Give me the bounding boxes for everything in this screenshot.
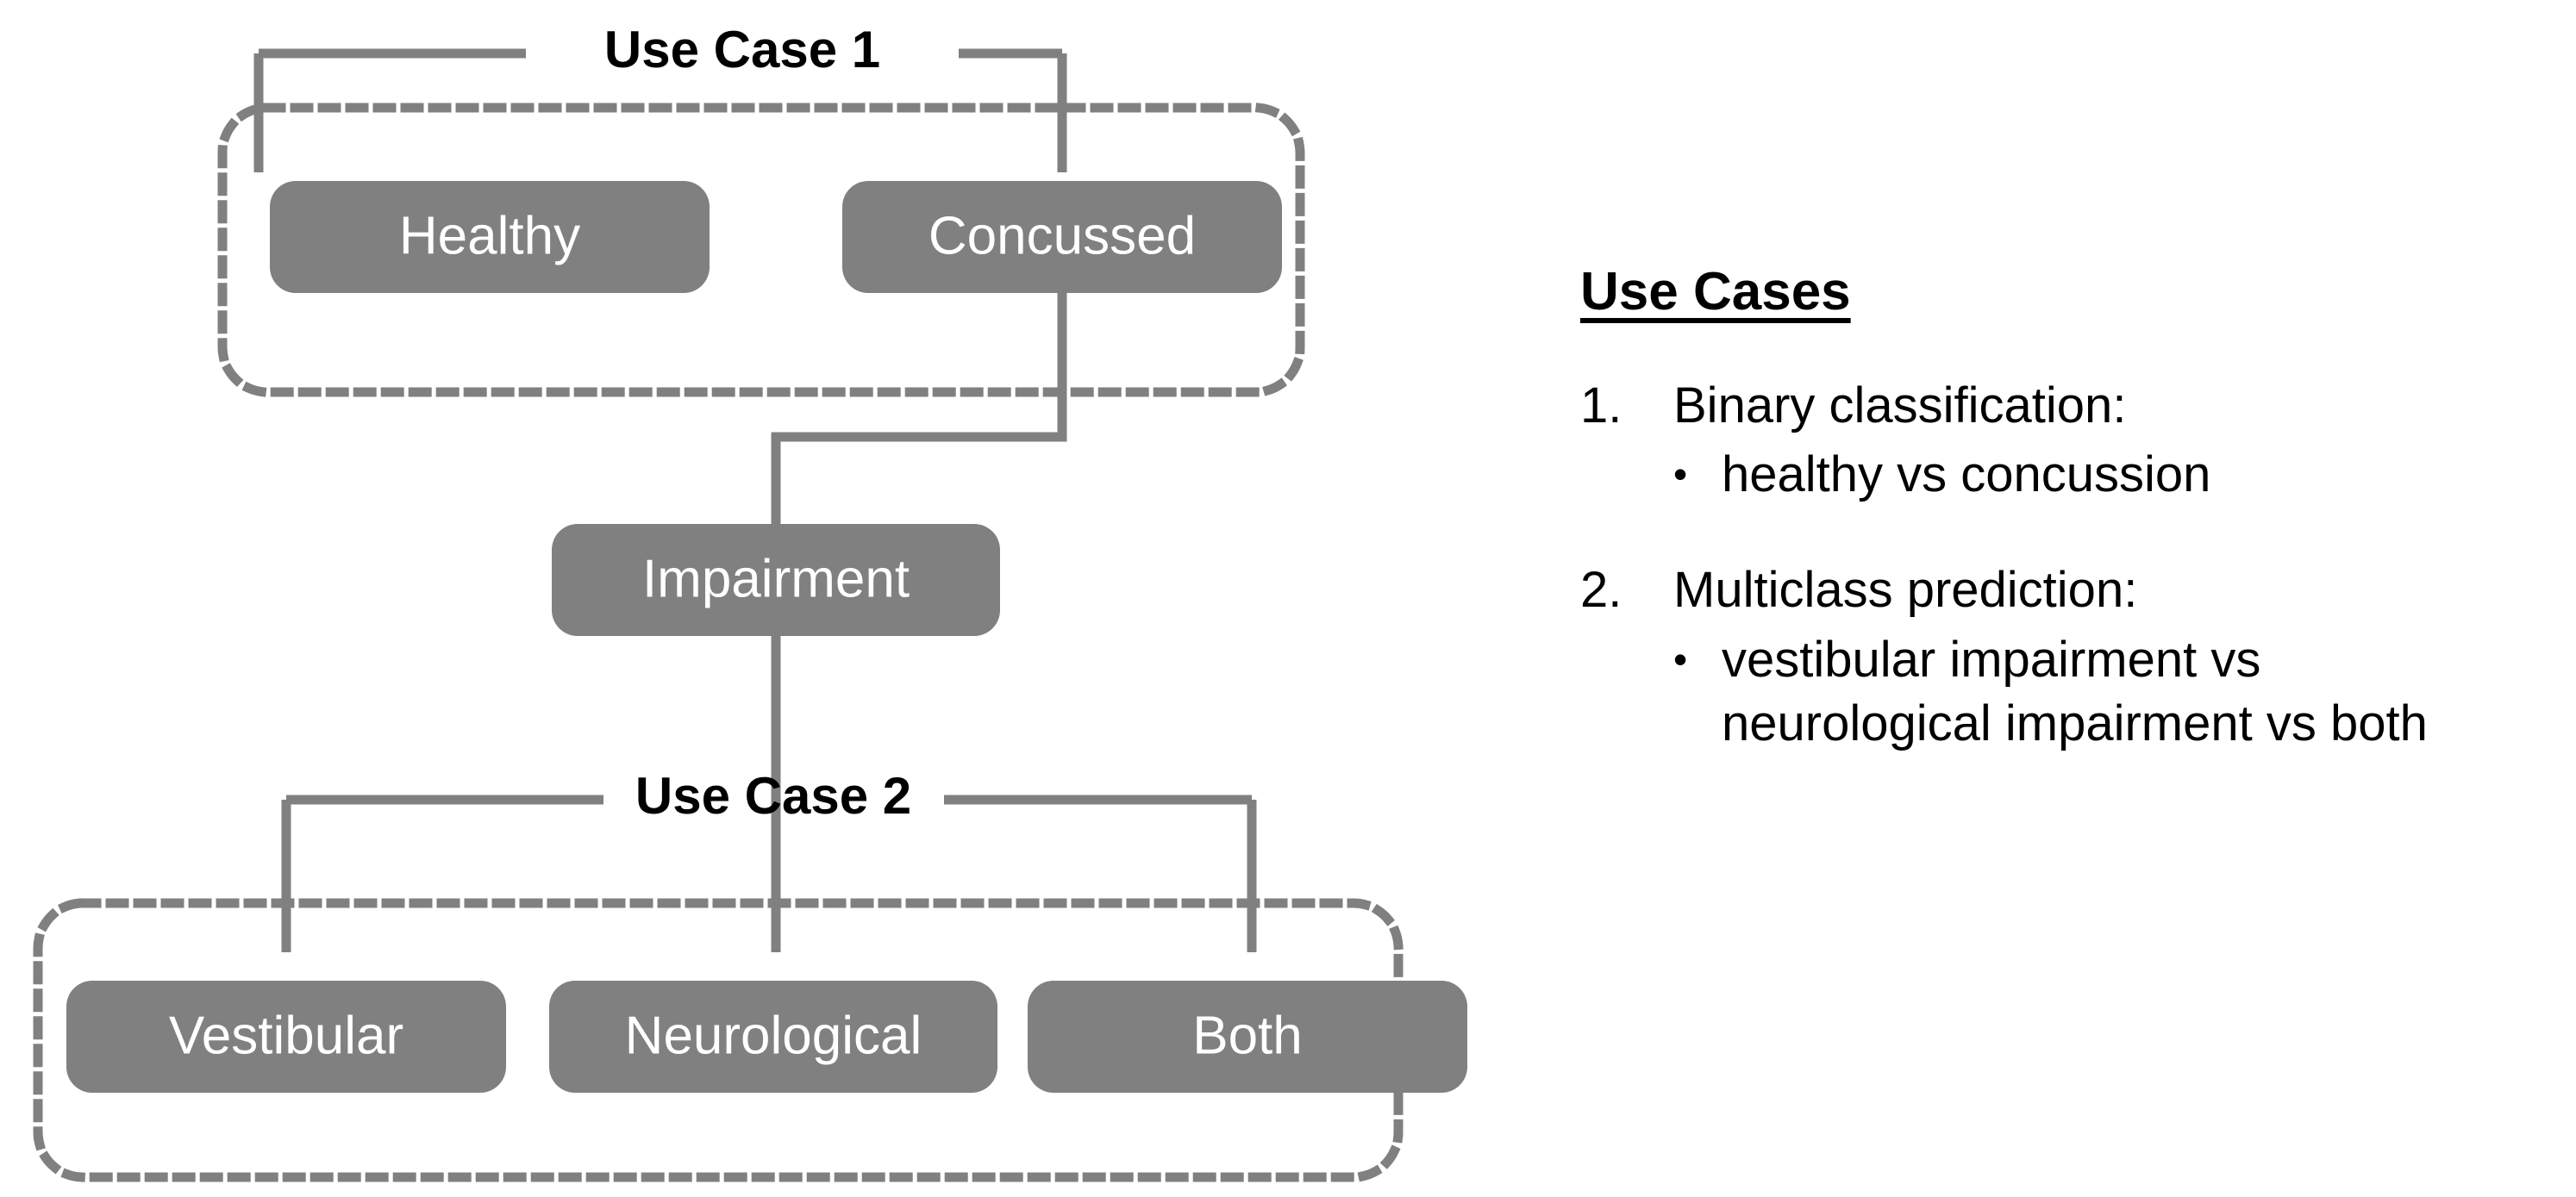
node-neurological-shape	[549, 981, 997, 1093]
use-case-entry-2: 2. Multiclass prediction: • vestibular i…	[1580, 560, 2537, 756]
node-both-label: Both	[1192, 1006, 1303, 1065]
legend-title: Use Cases	[1580, 262, 1851, 321]
node-concussed[interactable]: Concussed	[842, 181, 1282, 293]
node-neurological-label: Neurological	[625, 1006, 922, 1065]
node-concussed-shape	[842, 181, 1282, 293]
node-neurological[interactable]: Neurological	[549, 981, 997, 1093]
node-both[interactable]: Both	[1028, 981, 1467, 1093]
use-case-1-detail-row: • healthy vs concussion	[1673, 443, 2537, 507]
node-vestibular-label: Vestibular	[169, 1006, 403, 1065]
use-case-1-group-box	[217, 103, 1305, 397]
use-case-1-caption: Use Case 1	[604, 21, 880, 78]
use-case-2-caption: Use Case 2	[635, 767, 911, 825]
use-case-1-number: 1.	[1580, 377, 1623, 433]
classification-flow-diagram: Use Case 1 Healthy Concussed Impairment	[33, 21, 1467, 1182]
node-impairment[interactable]: Impairment	[552, 524, 1000, 636]
use-case-1-detail: healthy vs concussion	[1722, 446, 2211, 503]
node-vestibular[interactable]: Vestibular	[66, 981, 506, 1093]
node-vestibular-shape	[66, 981, 506, 1093]
use-case-1-row: 1. Binary classification:	[1580, 376, 2537, 437]
node-healthy-shape	[270, 181, 710, 293]
node-concussed-label: Concussed	[928, 206, 1196, 265]
use-case-2-detail-row: • vestibular impairment vs neurological …	[1673, 628, 2537, 756]
connector-concussed-to-impairment	[771, 293, 1067, 532]
node-impairment-label: Impairment	[642, 549, 910, 608]
node-healthy-label: Healthy	[399, 206, 580, 265]
use-case-2-number: 2.	[1580, 562, 1623, 619]
node-both-shape	[1028, 981, 1467, 1093]
bullet-icon: •	[1673, 637, 1688, 683]
use-case-2-row: 2. Multiclass prediction:	[1580, 560, 2537, 621]
use-case-1-heading: Binary classification:	[1673, 377, 2127, 433]
use-case-2-heading: Multiclass prediction:	[1673, 562, 2138, 619]
bullet-icon: •	[1673, 452, 1688, 497]
use-cases-legend: Use Cases 1. Binary classification: • he…	[1580, 259, 2537, 757]
node-impairment-shape	[552, 524, 1000, 636]
node-healthy[interactable]: Healthy	[270, 181, 710, 293]
use-case-entry-1: 1. Binary classification: • healthy vs c…	[1580, 376, 2537, 508]
use-case-2-detail: vestibular impairment vs neurological im…	[1722, 632, 2428, 752]
